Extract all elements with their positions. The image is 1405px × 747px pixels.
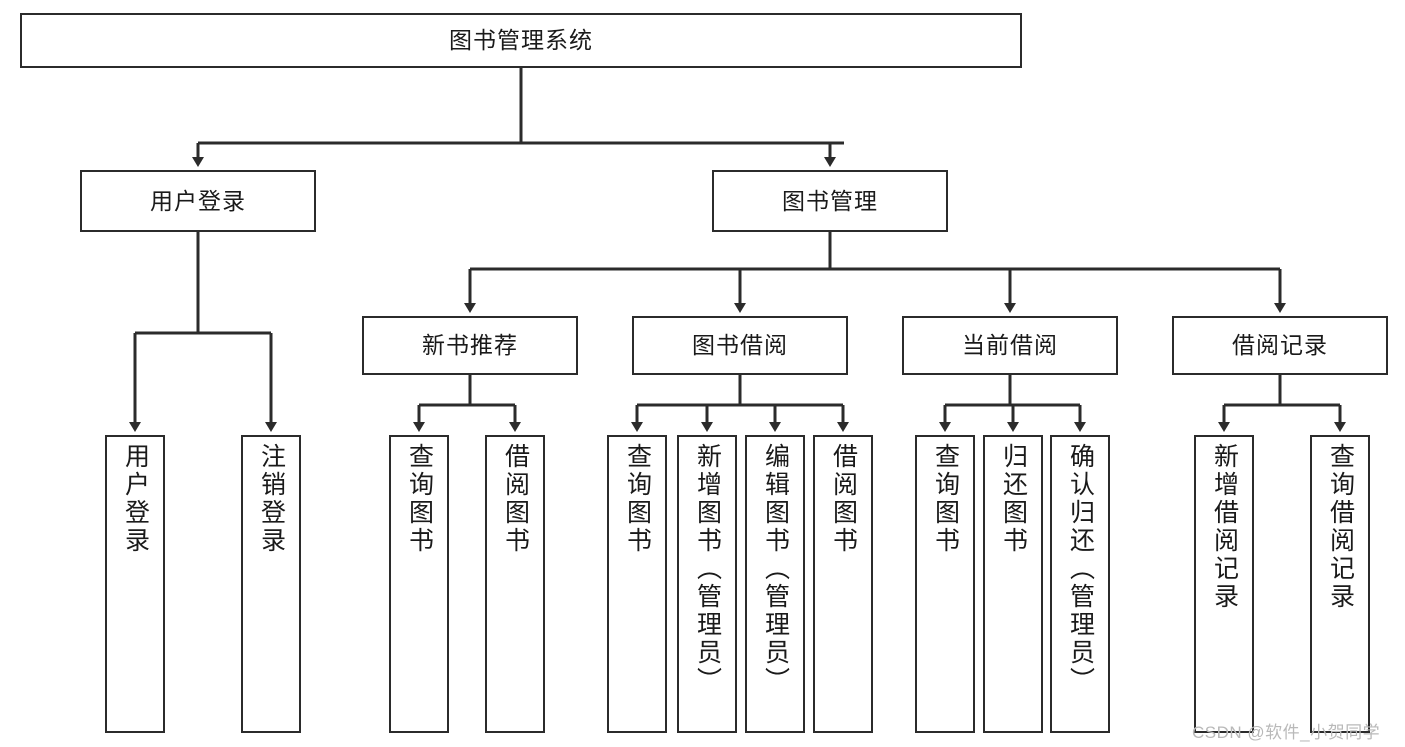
node-new-book-recommend[interactable]: 新书推荐 (362, 316, 578, 375)
node-book-management-label: 图书管理 (782, 187, 878, 214)
leaf-user-login-label: 用户登录 (121, 443, 150, 555)
node-user-login[interactable]: 用户登录 (80, 170, 316, 232)
leaf-query-borrow-record-label: 查询借阅记录 (1326, 443, 1355, 611)
leaf-borrow-book-label: 借阅图书 (829, 443, 858, 555)
leaf-query-book-borrow-label: 查询图书 (623, 443, 652, 555)
node-borrow-record[interactable]: 借阅记录 (1172, 316, 1388, 375)
leaf-logout[interactable]: 注销登录 (241, 435, 301, 733)
leaf-confirm-return-admin-label: 确认归还（管理员） (1066, 443, 1095, 695)
leaf-logout-label: 注销登录 (257, 443, 286, 555)
leaf-add-borrow-record[interactable]: 新增借阅记录 (1194, 435, 1254, 733)
leaf-edit-book-admin[interactable]: 编辑图书（管理员） (745, 435, 805, 733)
leaf-borrow-book-newbook-label: 借阅图书 (501, 443, 530, 555)
leaf-borrow-book-newbook[interactable]: 借阅图书 (485, 435, 545, 733)
leaf-query-book-current[interactable]: 查询图书 (915, 435, 975, 733)
leaf-return-book[interactable]: 归还图书 (983, 435, 1043, 733)
leaf-add-borrow-record-label: 新增借阅记录 (1210, 443, 1239, 611)
leaf-add-book-admin-label: 新增图书（管理员） (693, 443, 722, 695)
node-current-borrow-label: 当前借阅 (962, 332, 1058, 359)
node-root-label: 图书管理系统 (449, 27, 593, 54)
node-borrow-record-label: 借阅记录 (1232, 332, 1328, 359)
node-book-borrow-label: 图书借阅 (692, 332, 788, 359)
watermark: CSDN @软件_小贺同学 (1192, 723, 1381, 742)
leaf-user-login[interactable]: 用户登录 (105, 435, 165, 733)
node-current-borrow[interactable]: 当前借阅 (902, 316, 1118, 375)
leaf-query-book-current-label: 查询图书 (931, 443, 960, 555)
node-new-book-recommend-label: 新书推荐 (422, 332, 518, 359)
leaf-edit-book-admin-label: 编辑图书（管理员） (761, 443, 790, 695)
leaf-query-borrow-record[interactable]: 查询借阅记录 (1310, 435, 1370, 733)
leaf-query-book-borrow[interactable]: 查询图书 (607, 435, 667, 733)
leaf-confirm-return-admin[interactable]: 确认归还（管理员） (1050, 435, 1110, 733)
node-root[interactable]: 图书管理系统 (20, 13, 1022, 68)
node-book-management[interactable]: 图书管理 (712, 170, 948, 232)
node-book-borrow[interactable]: 图书借阅 (632, 316, 848, 375)
leaf-query-book-newbook[interactable]: 查询图书 (389, 435, 449, 733)
leaf-query-book-newbook-label: 查询图书 (405, 443, 434, 555)
leaf-return-book-label: 归还图书 (999, 443, 1028, 555)
node-user-login-label: 用户登录 (150, 187, 246, 214)
leaf-borrow-book[interactable]: 借阅图书 (813, 435, 873, 733)
leaf-add-book-admin[interactable]: 新增图书（管理员） (677, 435, 737, 733)
